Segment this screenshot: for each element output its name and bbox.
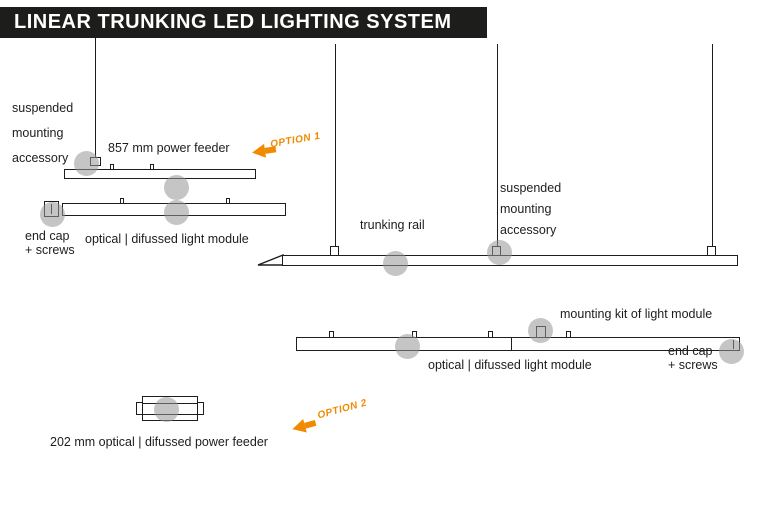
rail-end-piece: [257, 253, 284, 266]
label-end-cap-right: end cap + screws: [668, 344, 718, 372]
arrow-head: [290, 418, 307, 436]
option2-arrow-icon: [290, 416, 318, 436]
rail-joint: [511, 337, 512, 351]
callout-dot: [154, 397, 179, 422]
suspension-wire: [95, 38, 96, 160]
suspension-wire: [335, 44, 336, 256]
label-suspended-accessory-option1: suspended mounting accessory: [12, 101, 74, 165]
label-trunking-rail: trunking rail: [360, 218, 425, 232]
arrow-head: [251, 143, 266, 160]
callout-dot: [487, 240, 512, 265]
suspension-wire: [712, 44, 713, 256]
power-feeder-tab: [136, 402, 143, 415]
power-feeder-bar: [64, 169, 256, 179]
page-title: LINEAR TRUNKING LED LIGHTING SYSTEM: [14, 11, 452, 33]
option1-tag: OPTION 1: [269, 130, 322, 151]
arrow-tail: [304, 419, 317, 429]
suspension-wire: [497, 44, 498, 247]
label-suspended-accessory-rail: suspended mounting accessory: [500, 181, 562, 237]
rail-clip: [566, 331, 571, 338]
label-end-cap-left: end cap + screws: [25, 229, 75, 257]
callout-dot: [719, 339, 744, 364]
callout-dot: [383, 251, 408, 276]
callout-dot: [40, 202, 65, 227]
page-title-bar: LINEAR TRUNKING LED LIGHTING SYSTEM: [0, 7, 487, 38]
label-light-module-2: optical | difussed light module: [428, 358, 592, 372]
label-power-feeder-option2: 202 mm optical | difussed power feeder: [50, 435, 268, 449]
callout-dot: [164, 175, 189, 200]
callout-dot: [164, 200, 189, 225]
rail-clip: [110, 164, 114, 170]
rail-clip: [329, 331, 334, 338]
option2-tag: OPTION 2: [316, 397, 369, 422]
label-light-module-option1: optical | difussed light module: [85, 232, 249, 246]
power-feeder-tab: [197, 402, 204, 415]
label-mounting-kit: mounting kit of light module: [560, 307, 713, 321]
rail-clip: [120, 198, 124, 204]
suspension-fitting: [330, 246, 339, 256]
callout-dot: [395, 334, 420, 359]
callout-dot: [74, 151, 99, 176]
label-power-feeder-option1: 857 mm power feeder: [108, 141, 230, 155]
rail-clip: [150, 164, 154, 170]
suspension-fitting: [707, 246, 716, 256]
rail-clip: [226, 198, 230, 204]
rail-clip: [488, 331, 493, 338]
callout-dot: [528, 318, 553, 343]
